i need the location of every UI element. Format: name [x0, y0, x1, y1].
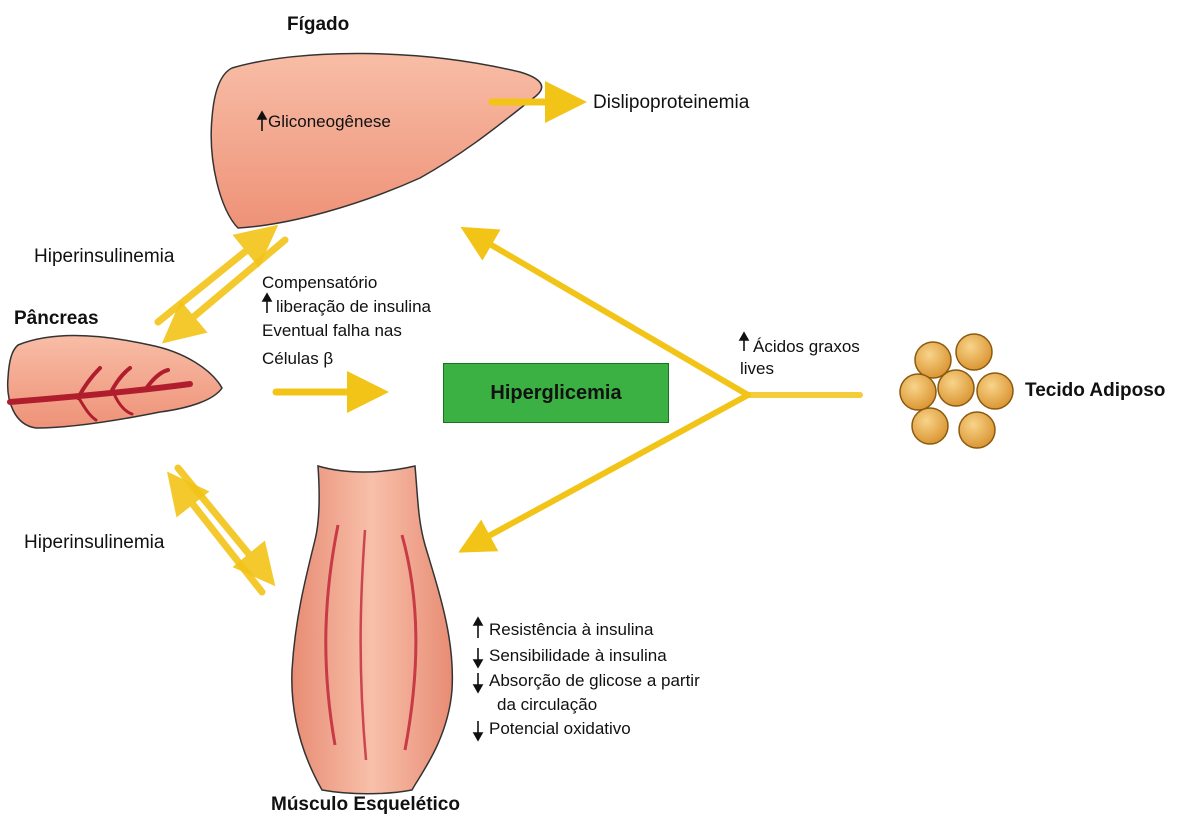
down-arrow-icon — [474, 721, 482, 740]
up-arrow-icon — [263, 294, 271, 313]
pancreas-note-3: Eventual falha nas — [262, 320, 402, 343]
pancreas-note-4: Células β — [262, 348, 333, 371]
fatty-acids-label-1: Ácidos graxos — [753, 336, 860, 359]
hyperglycemia-box: Hiperglicemia — [443, 363, 669, 423]
pancreas-title: Pâncreas — [14, 308, 99, 330]
up-arrow-icon — [474, 618, 482, 638]
muscle-note-4: da circulação — [497, 694, 597, 717]
down-arrow-icon — [474, 673, 482, 692]
liver-shape — [211, 53, 541, 228]
liver-inner-label: Gliconeogênese — [268, 112, 391, 132]
dyslipo-label: Dislipoproteinemia — [593, 92, 749, 114]
pancreas-note-1: Compensatório — [262, 272, 377, 295]
fat-cells — [900, 334, 1013, 448]
down-arrow-icon — [474, 648, 482, 667]
hyperinsulinemia-bottom-label: Hiperinsulinemia — [24, 532, 164, 554]
muscle-note-5: Potencial oxidativo — [489, 718, 631, 741]
adipose-title: Tecido Adiposo — [1025, 380, 1165, 402]
hyperinsulinemia-top-label: Hiperinsulinemia — [34, 246, 174, 268]
muscle-shape — [292, 466, 453, 794]
muscle-note-1: Resistência à insulina — [489, 619, 653, 642]
muscle-note-3: Absorção de glicose a partir — [489, 670, 700, 693]
pancreas-note-2: liberação de insulina — [276, 296, 431, 319]
fatty-acids-label-2: lives — [740, 358, 774, 381]
up-arrow-icon — [740, 333, 748, 351]
arrow-muscle-pancreas — [180, 488, 262, 592]
muscle-title: Músculo Esquelético — [271, 794, 460, 816]
muscle-note-2: Sensibilidade à insulina — [489, 645, 667, 668]
arrow-pancreas-muscle — [178, 468, 262, 570]
hyperglycemia-label: Hiperglicemia — [490, 382, 621, 405]
liver-title: Fígado — [287, 14, 349, 36]
